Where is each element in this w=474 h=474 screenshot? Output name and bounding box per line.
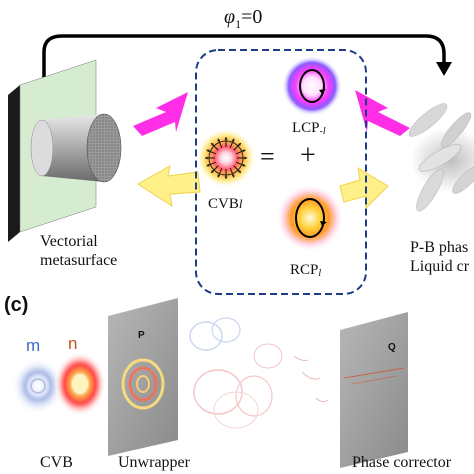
phase-arc-arrowhead bbox=[436, 62, 452, 76]
caption-line: P-B phas bbox=[410, 239, 469, 256]
plate-q-label: Q bbox=[388, 342, 396, 353]
lcp-text: LCP bbox=[292, 120, 320, 136]
polarization-arrowhead bbox=[238, 170, 241, 173]
cvb-caption: CVB bbox=[40, 454, 73, 471]
phase-subscript: 1 bbox=[235, 17, 242, 31]
polarization-arrowhead bbox=[217, 174, 221, 178]
unwrapper-plate bbox=[108, 298, 178, 456]
m-label: m bbox=[26, 336, 41, 355]
phase-label: φ1=0 bbox=[224, 6, 262, 32]
vectorial-metasurface bbox=[8, 59, 122, 242]
polarization-arrowhead bbox=[231, 138, 235, 142]
polarization-arrowhead bbox=[224, 176, 228, 179]
cvb-label: CVBl bbox=[208, 196, 242, 213]
cvb-text: CVB bbox=[208, 196, 239, 212]
rcp-text: RCP bbox=[290, 262, 319, 278]
polarization-arrowhead bbox=[206, 163, 210, 167]
plate-p-label: P bbox=[138, 330, 145, 341]
polarization-arrowhead bbox=[217, 138, 221, 142]
polarization-arrowhead bbox=[231, 174, 235, 178]
lcp-label: LCP-l bbox=[292, 120, 326, 137]
polarization-arrowhead bbox=[206, 149, 210, 153]
rcp-beam-profile bbox=[276, 184, 344, 252]
magenta-arrow-left bbox=[133, 92, 188, 136]
magenta-arrow-right bbox=[355, 90, 410, 136]
equals-sign: = bbox=[260, 142, 275, 171]
rcp-subscript: l bbox=[318, 268, 322, 279]
lcp-beam-profile bbox=[282, 56, 342, 116]
phase-symbol: φ bbox=[224, 6, 236, 28]
rcp-label: RCPl bbox=[290, 262, 321, 279]
n-label: n bbox=[68, 334, 78, 353]
polarization-arrowhead bbox=[244, 156, 247, 160]
polarization-arrowhead bbox=[242, 149, 246, 153]
polarization-arrowhead bbox=[238, 143, 241, 146]
polarization-arrowhead bbox=[224, 137, 228, 140]
phase-value: =0 bbox=[241, 6, 263, 28]
phase-corrector-plate bbox=[340, 312, 408, 468]
caption-line: metasurface bbox=[40, 252, 118, 269]
liquid-crystal-caption: P-B phas Liquid cr bbox=[410, 238, 469, 276]
polarization-arrowhead bbox=[242, 163, 246, 167]
polarization-arrowhead bbox=[211, 170, 214, 173]
polarization-arrowhead bbox=[205, 156, 208, 160]
plus-sign: + bbox=[300, 140, 316, 171]
m-mode-beam bbox=[12, 358, 64, 414]
cvb-subscript: l bbox=[238, 196, 243, 211]
yellow-arrow-left bbox=[137, 165, 201, 208]
unwrapper-caption: Unwrapper bbox=[118, 454, 190, 471]
n-mode-beam bbox=[54, 352, 106, 416]
liquid-crystal-molecules bbox=[408, 103, 474, 212]
caption-line: Liquid cr bbox=[410, 258, 470, 275]
polarization-arrowhead bbox=[211, 143, 214, 146]
panel-label-c: (c) bbox=[4, 294, 29, 316]
yellow-arrow-right bbox=[339, 167, 389, 210]
focused-spots bbox=[293, 355, 329, 403]
lcp-subscript: -l bbox=[319, 126, 326, 137]
propagating-beam-rings bbox=[189, 317, 283, 429]
phase-corrector-caption: Phase corrector bbox=[352, 454, 452, 471]
phase-arc-arrow bbox=[42, 34, 446, 80]
beam-decomposition-box bbox=[195, 49, 367, 295]
cvb-beam-profile bbox=[196, 128, 256, 188]
caption-line: Vectorial bbox=[40, 233, 98, 250]
vectorial-metasurface-caption: Vectorial metasurface bbox=[40, 232, 117, 270]
